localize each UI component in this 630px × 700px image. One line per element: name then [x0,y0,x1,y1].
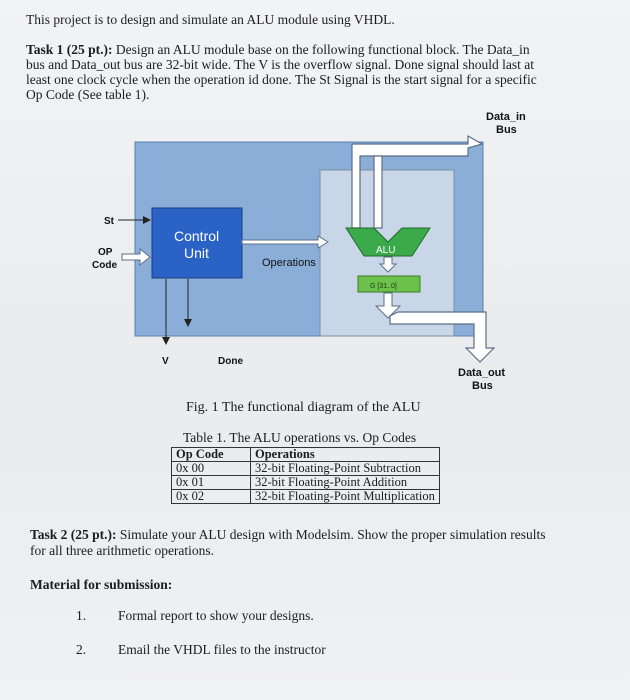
table-cell-op-code: 0x 00 [171,461,251,476]
operations-label: Operations [262,257,316,269]
data-out-label-1: Data_out [458,367,505,379]
task1-line-4: Op Code (See table 1). [26,87,150,102]
task1-heading: Task 1 (25 pt.): [26,42,113,57]
list-item-text: Formal report to show your designs. [118,608,314,623]
data-in-label-2: Bus [496,124,517,136]
table-row: 0x 01 32-bit Floating-Point Addition [171,475,440,490]
table-header-op-code: Op Code [171,447,251,462]
table-cell-operation: 32-bit Floating-Point Subtraction [250,461,440,476]
done-label: Done [218,356,243,367]
control-unit-block [151,207,243,279]
figure-caption: Fig. 1 The functional diagram of the ALU [186,400,421,415]
table-row: 0x 02 32-bit Floating-Point Multiplicati… [171,489,440,504]
intro-text: This project is to design and simulate a… [26,12,395,27]
table-row: 0x 00 32-bit Floating-Point Subtraction [171,461,440,476]
task2-heading: Task 2 (25 pt.): [30,527,117,542]
control-unit-label-2: Unit [184,245,209,261]
data-in-branch [373,155,383,229]
table-header-row: Op Code Operations [171,447,440,462]
op-label-1: OP [98,247,113,258]
data-in-label-1: Data_in [486,111,526,123]
list-item-number: 2. [76,642,87,657]
control-unit-label-1: Control [174,228,219,244]
table-title: Table 1. The ALU operations vs. Op Codes [183,430,417,445]
task1-line-1: Task 1 (25 pt.): Design an ALU module ba… [26,42,530,57]
material-heading: Material for submission: [30,577,173,592]
alu-functional-diagram: Control Unit Data_in Bus ALU G [31..0] D… [92,111,526,392]
list-item-text: Email the VHDL files to the instructor [118,642,326,657]
table-cell-op-code: 0x 02 [171,489,251,504]
alu-output-arrow [378,256,398,273]
task1-line-3: least one clock cycle when the operation… [26,72,537,87]
table-cell-operation: 32-bit Floating-Point Multiplication [250,489,440,504]
alu-label: ALU [376,245,395,256]
table-cell-operation: 32-bit Floating-Point Addition [250,475,440,490]
task2-line-1: Task 2 (25 pt.): Simulate your ALU desig… [30,527,546,542]
task2-line-2: for all three arithmetic operations. [30,543,215,558]
alu-block [345,227,431,257]
operations-arrow [241,235,329,249]
table-cell-op-code: 0x 01 [171,475,251,490]
alu-operations-table: Op Code Operations 0x 00 32-bit Floating… [171,447,440,504]
list-item-number: 1. [76,608,87,623]
table-header-operations: Operations [250,447,440,462]
data-out-label-2: Bus [472,380,493,392]
register-block [357,275,421,293]
task1-line-2: bus and Data_out bus are 32-bit wide. Th… [26,57,535,72]
register-label: G [31..0] [370,283,397,290]
v-label: V [162,356,169,367]
op-code-arrow [121,247,151,267]
op-label-2: Code [92,260,117,271]
register-output-arrow [374,292,402,319]
data-in-bus-arrow [351,134,484,229]
st-label: St [104,216,115,227]
data-out-bus-arrow [389,311,496,363]
